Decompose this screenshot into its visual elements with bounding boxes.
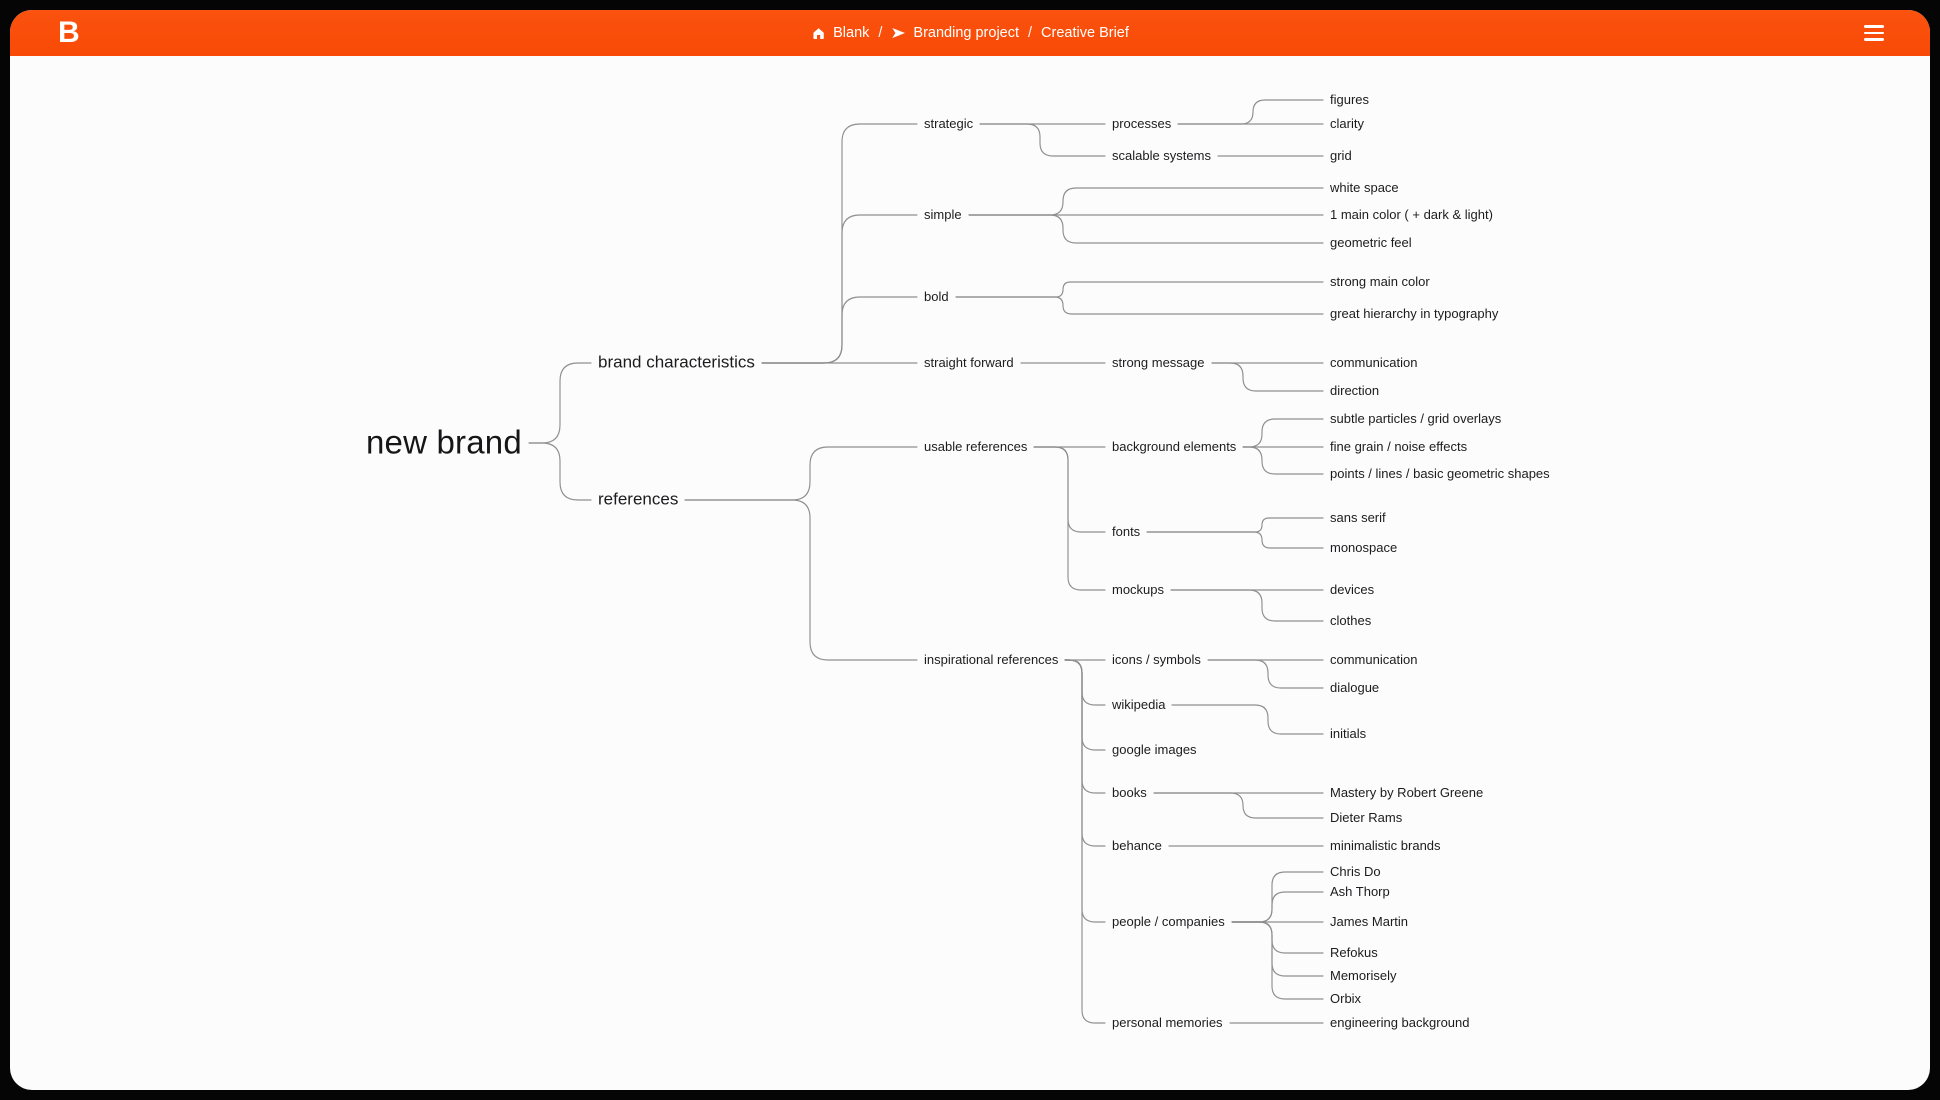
mindmap-node[interactable]: Ash Thorp [1330, 883, 1390, 899]
hamburger-icon [1864, 38, 1884, 41]
mindmap-node[interactable]: processes [1112, 115, 1172, 131]
mindmap-node[interactable]: icons / symbols [1112, 651, 1201, 667]
mindmap-node[interactable]: people / companies [1112, 913, 1225, 929]
bookmark-icon [891, 26, 906, 40]
hamburger-icon [1864, 25, 1884, 28]
mindmap-node[interactable]: inspirational references [924, 651, 1059, 667]
mindmap-node[interactable]: books [1112, 784, 1147, 800]
mindmap-node[interactable]: sans serif [1330, 509, 1386, 525]
mindmap-node[interactable]: bold [924, 288, 949, 304]
breadcrumb-label: Branding project [913, 25, 1020, 41]
app-logo[interactable]: B [58, 16, 80, 49]
mindmap-node[interactable]: communication [1330, 651, 1418, 667]
hamburger-menu-button[interactable] [1864, 23, 1890, 43]
mindmap-node[interactable]: Dieter Rams [1330, 809, 1403, 825]
mindmap-node[interactable]: scalable systems [1112, 147, 1211, 163]
mindmap-node[interactable]: strong main color [1330, 273, 1430, 289]
breadcrumb: Blank / Branding project / Creative Brie… [811, 25, 1129, 41]
mindmap-node[interactable]: simple [924, 206, 962, 222]
mindmap-node[interactable]: Refokus [1330, 944, 1378, 960]
breadcrumb-item-project[interactable]: Branding project [891, 25, 1019, 41]
mindmap-node[interactable]: behance [1112, 837, 1162, 853]
mindmap-node[interactable]: google images [1112, 741, 1197, 757]
mindmap-node[interactable]: new brand [366, 423, 522, 461]
mindmap-node[interactable]: brand characteristics [598, 352, 755, 372]
mindmap-node[interactable]: dialogue [1330, 679, 1380, 695]
breadcrumb-item-page[interactable]: Creative Brief [1041, 25, 1129, 41]
mindmap-node[interactable]: personal memories [1112, 1014, 1223, 1030]
mindmap-node[interactable]: Orbix [1330, 990, 1362, 1006]
mindmap-node[interactable]: mockups [1112, 581, 1165, 597]
app-window: B Blank / Branding project / [10, 10, 1930, 1090]
breadcrumb-label: Blank [833, 25, 870, 41]
mindmap-node[interactable]: minimalistic brands [1330, 837, 1441, 853]
mindmap-node[interactable]: monospace [1330, 539, 1398, 555]
mindmap-node[interactable]: Chris Do [1330, 863, 1381, 879]
breadcrumb-label: Creative Brief [1041, 25, 1129, 41]
mindmap-node[interactable]: wikipedia [1112, 696, 1166, 712]
mindmap-node[interactable]: James Martin [1330, 913, 1409, 929]
mindmap-node[interactable]: clothes [1330, 612, 1372, 628]
home-icon [811, 26, 826, 41]
mindmap-node[interactable]: fine grain / noise effects [1330, 438, 1468, 454]
breadcrumb-separator: / [878, 25, 883, 41]
app-header: B Blank / Branding project / [10, 10, 1930, 56]
mindmap-node[interactable]: straight forward [924, 354, 1014, 370]
mindmap-node[interactable]: points / lines / basic geometric shapes [1330, 465, 1550, 481]
mindmap-node[interactable]: fonts [1112, 523, 1141, 539]
mindmap-node[interactable]: strategic [924, 115, 974, 131]
mindmap-node[interactable]: engineering background [1330, 1014, 1470, 1030]
mindmap-node[interactable]: 1 main color ( + dark & light) [1330, 206, 1493, 222]
mindmap-node[interactable]: devices [1330, 581, 1375, 597]
mindmap-node[interactable]: background elements [1112, 438, 1237, 454]
mindmap-node[interactable]: references [598, 489, 679, 509]
mindmap-node[interactable]: grid [1330, 147, 1352, 163]
mindmap-node[interactable]: usable references [924, 438, 1028, 454]
mindmap-node[interactable]: clarity [1330, 115, 1364, 131]
mindmap-node[interactable]: subtle particles / grid overlays [1330, 410, 1502, 426]
mindmap-node[interactable]: figures [1330, 91, 1370, 107]
mindmap-node[interactable]: strong message [1112, 354, 1205, 370]
breadcrumb-separator: / [1028, 25, 1033, 41]
hamburger-icon [1864, 31, 1884, 35]
mindmap-node[interactable]: white space [1330, 179, 1399, 195]
breadcrumb-item-home[interactable]: Blank [811, 25, 869, 41]
mindmap-node[interactable]: initials [1330, 725, 1367, 741]
mindmap-node[interactable]: Mastery by Robert Greene [1330, 784, 1484, 800]
mindmap-node[interactable]: Memorisely [1330, 967, 1397, 983]
mindmap-node[interactable]: geometric feel [1330, 234, 1412, 250]
mindmap-node[interactable]: communication [1330, 354, 1418, 370]
mindmap-node[interactable]: great hierarchy in typography [1330, 305, 1499, 321]
mindmap-node[interactable]: direction [1330, 382, 1380, 398]
